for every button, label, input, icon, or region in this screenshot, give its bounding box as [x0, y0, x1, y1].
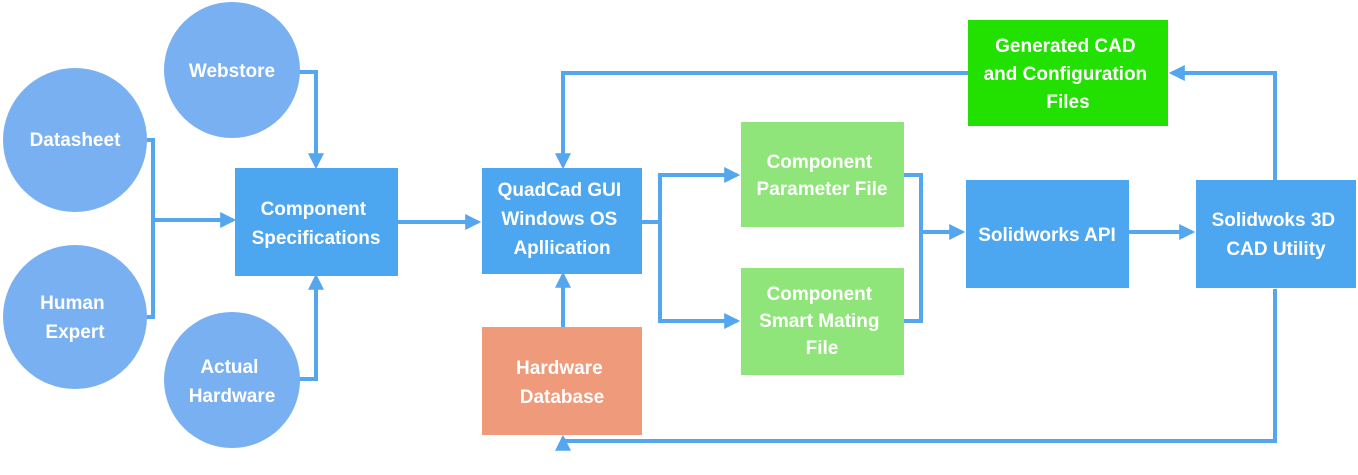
- node-webstore: Webstore: [164, 2, 300, 138]
- component-parameter-file-label: Component Parameter File: [757, 152, 888, 200]
- edge-datasheet-to-specs: [145, 138, 237, 228]
- component-specifications-label: Component Specifications: [252, 199, 381, 249]
- hardware-database-box: [482, 327, 642, 435]
- datasheet-circle: [3, 68, 147, 212]
- hardware-database-label: Hardware Database: [516, 358, 608, 408]
- generated-cad-files-box: [968, 20, 1168, 126]
- edges: [145, 65, 1277, 451]
- component-smart-mating-file-label: Component Smart Mating File: [759, 284, 885, 359]
- node-generated-cad-files: Generated CAD and Configuration Files: [968, 20, 1168, 126]
- node-quadcad-gui: QuadCad GUI Windows OS Apllication: [482, 168, 642, 274]
- webstore-label: Webstore: [189, 61, 275, 82]
- node-component-parameter-file: Component Parameter File: [741, 122, 904, 227]
- component-parameter-file-box: [741, 122, 904, 227]
- node-component-smart-mating-file: Component Smart Mating File: [741, 268, 904, 375]
- node-hardware-database: Hardware Database: [482, 327, 642, 435]
- node-solidworks-api: Solidworks API: [966, 180, 1129, 288]
- edge-quadcad-to-smart-mating-file: [658, 222, 741, 329]
- webstore-circle: [164, 2, 300, 138]
- edge-parameter-file-to-api: [904, 173, 966, 240]
- component-specifications-box: [235, 168, 398, 276]
- actual-hardware-circle: [164, 312, 300, 448]
- generated-cad-files-label: Generated CAD and Configuration Files: [984, 36, 1153, 113]
- datasheet-label: Datasheet: [30, 130, 121, 151]
- component-smart-mating-file-box: [741, 268, 904, 375]
- node-solidworks-3d-cad-utility: Solidwoks 3D CAD Utility: [1196, 180, 1356, 288]
- edge-smart-mating-file-to-api: [904, 232, 923, 323]
- solidworks-api-box: [966, 180, 1129, 288]
- node-component-specifications: Component Specifications: [235, 168, 398, 276]
- human-expert-label: Human Expert: [40, 293, 110, 343]
- node-actual-hardware: Actual Hardware: [164, 312, 300, 448]
- quadcad-gui-box: [482, 168, 642, 274]
- quadcad-gui-label: QuadCad GUI Windows OS Apllication: [498, 180, 627, 259]
- edge-cad-utility-to-database: [555, 289, 1277, 451]
- solidworks-3d-cad-utility-label: Solidwoks 3D CAD Utility: [1212, 210, 1341, 260]
- edge-human-expert-to-specs: [145, 220, 155, 319]
- edge-quadcad-to-parameter-file: [642, 167, 741, 224]
- node-human-expert: Human Expert: [3, 245, 147, 389]
- actual-hardware-label: Actual Hardware: [189, 357, 276, 407]
- solidworks-3d-cad-utility-box: [1196, 180, 1356, 288]
- human-expert-circle: [3, 245, 147, 389]
- edge-generated-files-to-quadcad: [555, 71, 968, 170]
- node-datasheet: Datasheet: [3, 68, 147, 212]
- solidworks-api-label: Solidworks API: [978, 225, 1116, 246]
- edge-cad-utility-to-generated-files: [1168, 65, 1277, 180]
